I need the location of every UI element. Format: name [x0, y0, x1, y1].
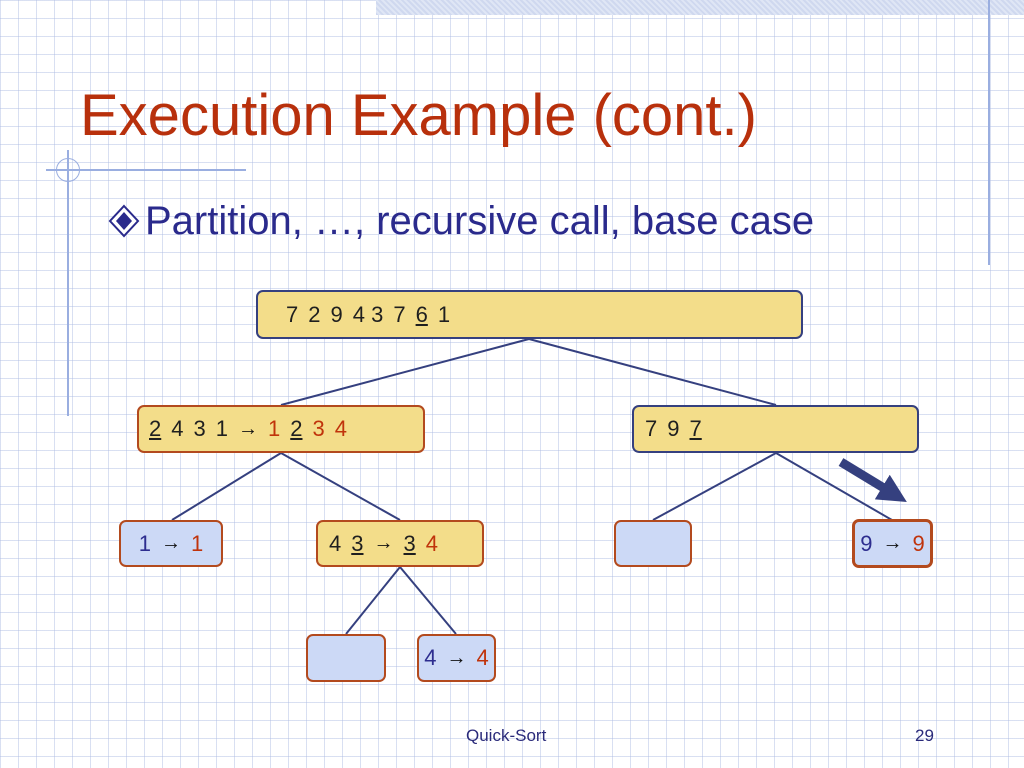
edge-right-rightright	[775, 452, 893, 521]
pivot-value: 7	[689, 416, 702, 441]
tree-node-left-right-left	[306, 634, 386, 682]
decorative-circle	[56, 158, 80, 182]
sequence-value: 7	[286, 301, 299, 327]
pivot-value: 3	[351, 530, 364, 556]
sequence-value: 7	[645, 416, 658, 441]
page-number: 29	[915, 726, 934, 745]
current-step-arrow	[838, 458, 907, 502]
sequence-value: 4	[424, 645, 437, 670]
sequence-value: 9	[860, 530, 873, 556]
sorted-value: 4	[476, 645, 489, 670]
bullet-text: Partition, …, recursive call, base case	[145, 198, 815, 243]
sorted-value: 1	[268, 416, 281, 441]
slide-title: Execution Example (cont.)	[80, 83, 757, 148]
edge-leftright-left	[345, 566, 401, 635]
sequence-value: 1	[437, 301, 451, 327]
arrow-icon: →	[373, 532, 394, 554]
sequence-value: 2	[308, 301, 321, 327]
top-decorative-band	[376, 0, 1024, 15]
edge-right-rightleft	[652, 452, 777, 521]
sorted-value: 3	[312, 416, 325, 441]
pivot-value: 2	[290, 416, 303, 441]
pivot-value: 6	[415, 301, 428, 327]
arrow-icon: →	[446, 646, 467, 669]
pivot-value: 3	[403, 530, 416, 556]
sorted-value: 9	[912, 530, 925, 556]
sequence-value: 3	[193, 416, 206, 441]
sorted-value: 4	[425, 530, 438, 556]
sequence-value: 4 3	[352, 301, 384, 327]
tree-node-left-right-right: 4 → 4	[417, 634, 496, 682]
sequence-value: 4	[329, 530, 342, 556]
sequence-value: 7	[393, 301, 406, 327]
arrow-icon: →	[161, 532, 181, 554]
arrow-icon: →	[238, 417, 258, 440]
tree-node-left-left: 1 → 1	[119, 520, 223, 567]
sorted-value: 4	[334, 416, 347, 441]
pivot-value: 2	[149, 416, 162, 441]
sequence-value: 4	[171, 416, 184, 441]
sequence-value: 9	[330, 301, 343, 327]
footer-title: Quick-Sort	[466, 726, 547, 745]
decorative-right-line	[988, 0, 990, 265]
diamond-bullet-icon	[108, 204, 140, 238]
bullet-point: Partition, …, recursive call, base case	[105, 196, 814, 246]
sequence-value: 1	[138, 530, 151, 556]
sorted-value: 1	[191, 530, 204, 556]
edge-left-leftright	[280, 452, 401, 521]
arrow-icon: →	[882, 532, 903, 554]
sequence-value: 1	[215, 416, 228, 441]
edge-root-left	[280, 338, 530, 406]
edge-leftright-right	[399, 566, 457, 635]
decorative-vertical-line	[67, 150, 69, 416]
decorative-horizontal-line	[46, 169, 246, 171]
edge-root-right	[528, 338, 777, 406]
sequence-value: 9	[667, 416, 680, 441]
tree-node-right-right: 9 → 9	[852, 519, 933, 568]
tree-node-right-left	[614, 520, 692, 567]
edge-left-leftleft	[171, 452, 282, 521]
